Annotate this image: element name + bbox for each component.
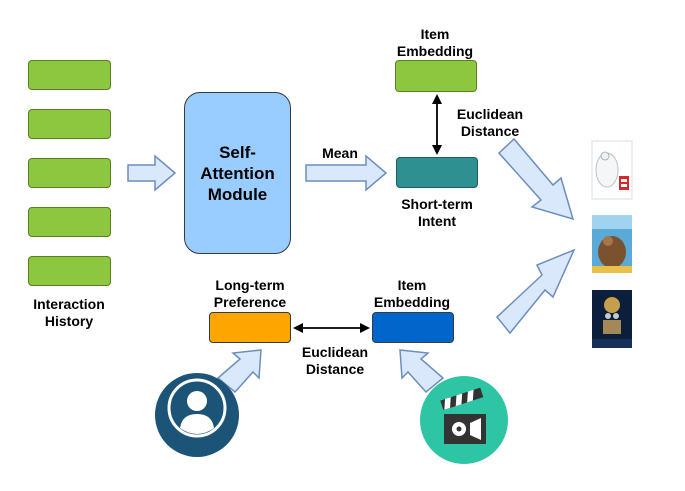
history-item-2	[28, 109, 111, 139]
arrow-user-to-long-term	[216, 349, 262, 394]
item-embedding-bottom-label: Item Embedding	[373, 277, 451, 310]
history-item-4	[28, 207, 111, 237]
self-attention-label: Self- Attention Module	[200, 143, 275, 204]
history-item-5	[28, 256, 111, 286]
history-item-3	[28, 158, 111, 188]
euclidean-distance-top-label: Euclidean Distance	[456, 106, 524, 139]
mean-label: Mean	[322, 145, 358, 161]
movie-poster-3	[592, 290, 632, 348]
short-term-intent-label: Short-term Intent	[401, 196, 473, 229]
self-attention-module	[184, 92, 291, 254]
interaction-history-label: Interaction History	[33, 296, 105, 329]
arrow-item-to-posters	[495, 248, 576, 335]
arrow-movie-to-item	[399, 349, 445, 394]
euclidean-distance-bottom-label: Euclidean Distance	[301, 344, 369, 377]
arrow-history-to-attention	[127, 154, 177, 192]
movie-poster-1	[591, 140, 633, 200]
short-term-intent-box	[396, 157, 478, 188]
user-icon	[155, 373, 239, 457]
movie-poster-2	[592, 215, 632, 273]
long-term-preference-label: Long-term Preference	[213, 277, 287, 310]
item-embedding-bottom-box	[372, 312, 454, 343]
clapperboard-icon	[420, 376, 508, 464]
history-item-1	[28, 60, 111, 90]
item-embedding-top-box	[395, 60, 477, 92]
long-term-preference-box	[209, 312, 291, 343]
arrow-short-term-to-posters	[497, 137, 575, 221]
item-embedding-top-label: Item Embedding	[396, 26, 474, 59]
arrow-mean	[305, 154, 388, 192]
